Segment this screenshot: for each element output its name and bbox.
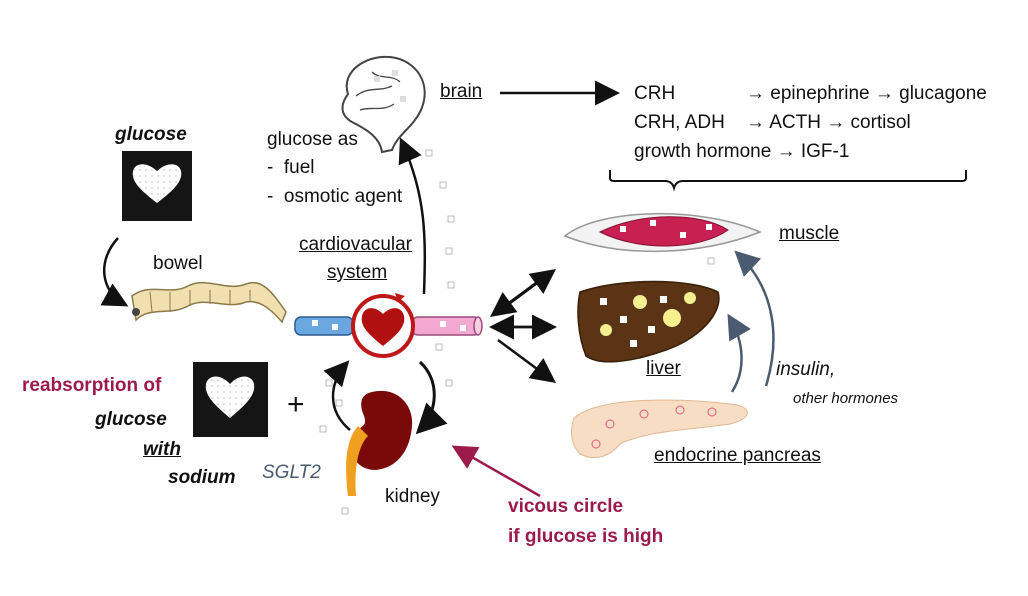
kidney-icon <box>346 390 413 496</box>
hormone-row1-left: CRH <box>634 83 676 104</box>
fuel-item: - fuel <box>267 157 315 178</box>
plus-sign: + <box>287 388 305 421</box>
glucose-heart-image-2 <box>193 362 268 437</box>
bowel-label: bowel <box>153 253 203 274</box>
hormone-row2-left: CRH, ADH <box>634 112 725 133</box>
liver-icon <box>577 280 720 363</box>
heart-icon <box>351 293 415 358</box>
glucose-heart-image <box>122 151 192 221</box>
other-hormones-label: other hormones <box>793 390 899 407</box>
brain-icon <box>341 55 426 154</box>
arrow-from-muscle <box>489 278 541 317</box>
vicious-circle-line1: vicous circle <box>508 496 624 517</box>
muscle-icon <box>563 212 762 253</box>
cardiovascular-label-line2: system <box>327 262 388 283</box>
osmotic-agent-item: - osmotic agent <box>267 186 403 207</box>
reabsorption-label: reabsorption of <box>22 375 162 396</box>
sglt2-label: SGLT2 <box>262 462 321 483</box>
insulin-to-muscle-arrow <box>734 250 775 387</box>
insulin-label: insulin, <box>776 359 836 380</box>
glucose-label-2: glucose <box>95 409 167 430</box>
insulin-to-liver-arrow <box>727 313 751 393</box>
glucose-title: glucose <box>115 124 187 145</box>
heart-to-brain-arrow <box>398 137 427 295</box>
liver-label: liver <box>646 358 681 379</box>
with-label: with <box>143 439 181 460</box>
muscle-label: muscle <box>779 223 840 244</box>
hormones-brace <box>609 170 967 192</box>
arrow-to-pancreas <box>497 338 557 383</box>
endocrine-pancreas-label: endocrine pancreas <box>654 445 821 466</box>
blood-vessel <box>294 316 483 336</box>
bowel-icon <box>131 281 287 324</box>
pancreas-icon <box>571 399 748 459</box>
kidney-to-heart-arrow <box>323 360 351 431</box>
sugar-particles <box>319 149 715 515</box>
hormone-row2-right: → ACTH → cortisol <box>746 112 911 133</box>
hormone-row3: growth hormone → IGF-1 <box>634 141 850 162</box>
kidney-label: kidney <box>385 486 440 507</box>
heart-to-kidney-arrow <box>415 360 448 435</box>
brain-label: brain <box>440 81 483 102</box>
glucose-as-label: glucose as <box>267 129 358 150</box>
glucose-to-bowel-arrow <box>100 237 129 307</box>
hormone-row1-right: → epinephrine → glucagone <box>746 83 987 104</box>
vicious-circle-line2: if glucose is high <box>508 526 664 547</box>
cardiovascular-label-line1: cardiovacular <box>299 234 412 255</box>
sodium-label: sodium <box>168 467 236 488</box>
vicious-circle-arrow <box>451 445 541 498</box>
